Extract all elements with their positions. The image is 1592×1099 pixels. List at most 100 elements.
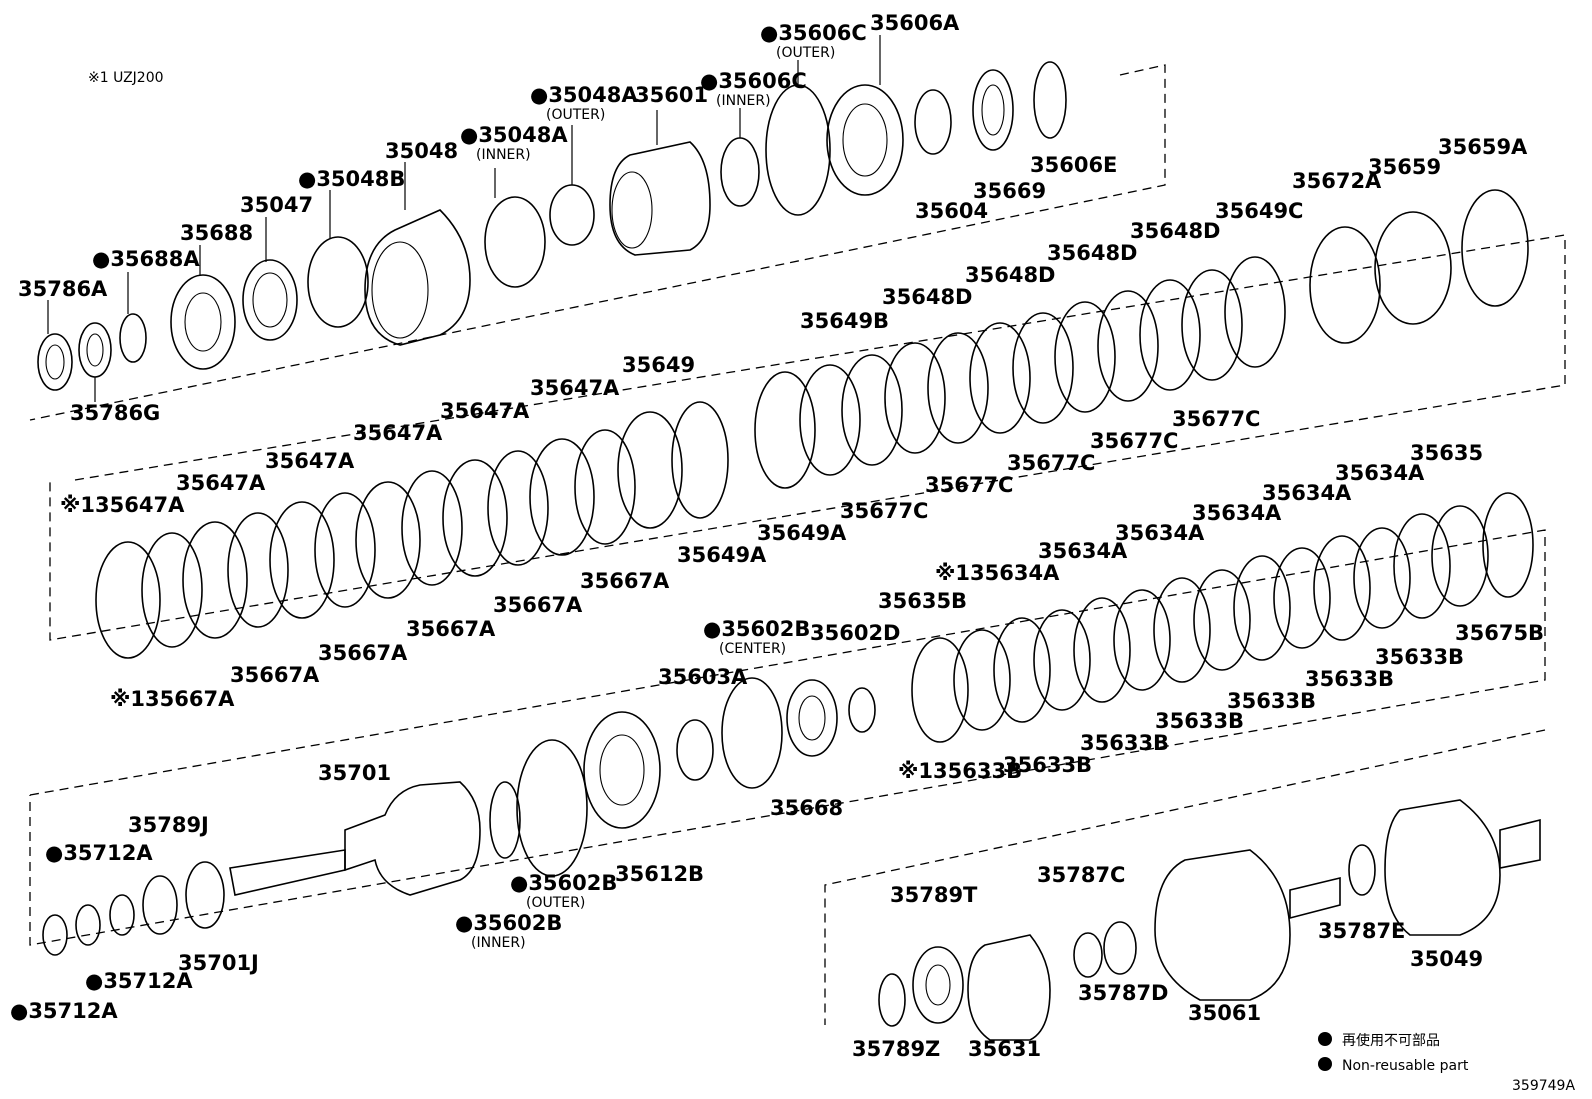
callout-label: ※135667A bbox=[110, 687, 235, 711]
clutch-a-plate bbox=[141, 532, 203, 648]
part-35606E-snapring bbox=[1033, 61, 1067, 139]
callout-label: ●35688A bbox=[92, 247, 200, 271]
part-35048-drum bbox=[364, 209, 471, 346]
callout-label: 35668 bbox=[770, 796, 843, 820]
legend: 再使用不可部品 Non-reusable part bbox=[1318, 1032, 1469, 1074]
callout-label: 35701J bbox=[178, 951, 259, 975]
callout-label: ●35712A bbox=[10, 999, 118, 1023]
part-35675B-snapring bbox=[1482, 492, 1534, 598]
part-35601-bore bbox=[611, 171, 653, 249]
part-35602B-center-oring bbox=[721, 677, 783, 789]
part-35631-hub bbox=[967, 934, 1051, 1041]
clutch-b2-plate bbox=[1113, 589, 1171, 691]
callout-label: 35786G bbox=[70, 401, 160, 425]
figure-id: 359749A bbox=[1512, 1078, 1575, 1094]
part-35787D-bearing bbox=[1103, 921, 1137, 975]
legend-dot-icon bbox=[1318, 1057, 1332, 1071]
callout-label: 35659 bbox=[1368, 155, 1441, 179]
callout-label: 35601 bbox=[635, 83, 708, 107]
callout-label: 35634A bbox=[1262, 481, 1352, 505]
clutch-b2-disc bbox=[993, 617, 1051, 723]
part-35602B-inner-oring bbox=[489, 781, 521, 859]
callout-label: 35688 bbox=[180, 221, 253, 245]
part-35789T-inner bbox=[925, 964, 951, 1006]
part-35635B-disc bbox=[911, 637, 969, 743]
part-35786A-washer bbox=[37, 333, 73, 391]
callout-sublabel: (CENTER) bbox=[719, 641, 786, 657]
part-35659-ring bbox=[1374, 211, 1452, 325]
part-35789T-bearing bbox=[912, 946, 964, 1024]
part-35701J-washer bbox=[185, 861, 225, 929]
clutch-b2-plate bbox=[1193, 569, 1251, 671]
part-35786G-bearing bbox=[78, 322, 112, 378]
shaft-group bbox=[42, 677, 876, 956]
clutch-b1-disc bbox=[884, 342, 946, 454]
callout-label: 35633B bbox=[1227, 689, 1316, 713]
callout-label: 35647A bbox=[530, 376, 620, 400]
part-35606A-piston bbox=[826, 84, 904, 196]
callout-label: 35789T bbox=[890, 883, 978, 907]
callout-label: 35667A bbox=[406, 617, 496, 641]
part-35786G-inner bbox=[86, 333, 104, 367]
callout-label: 35634A bbox=[1335, 461, 1425, 485]
part-35786A-inner bbox=[45, 344, 65, 380]
boundary-clutch-b bbox=[29, 529, 1546, 946]
part-35659A-snapring bbox=[1461, 189, 1529, 307]
clutch-b2-plate bbox=[1431, 505, 1489, 607]
clutch-a-disc bbox=[95, 541, 161, 659]
part-35604-spring bbox=[914, 89, 952, 155]
callout-label: ●35602B bbox=[455, 911, 562, 935]
callout-label: ●35602B bbox=[703, 617, 810, 641]
callout-label: ●35602B bbox=[510, 871, 617, 895]
part-35789J-bearing bbox=[142, 875, 178, 935]
callout-label: 35633B bbox=[1155, 709, 1244, 733]
clutch-a-plate bbox=[227, 512, 289, 628]
clutch-b1-disc bbox=[1054, 301, 1116, 413]
part-35601-drum bbox=[609, 141, 711, 256]
callout-label: 35649 bbox=[622, 353, 695, 377]
callout-label: 35633B bbox=[1305, 667, 1394, 691]
clutch-b1-plate bbox=[1012, 312, 1074, 424]
callout-label: ※135633B bbox=[898, 759, 1022, 783]
clutch-a-plate bbox=[314, 492, 376, 608]
clutch-a-disc bbox=[617, 411, 683, 529]
legend-en: Non-reusable part bbox=[1342, 1058, 1469, 1074]
part-35612B-gear bbox=[583, 711, 661, 829]
callout-label: 35633B bbox=[1375, 645, 1464, 669]
part-35688A-ring bbox=[119, 313, 147, 363]
callout-label: 35648D bbox=[882, 285, 973, 309]
clutch-a-disc bbox=[529, 438, 595, 556]
leader-lines bbox=[47, 35, 881, 402]
callout-sublabel: (INNER) bbox=[716, 93, 771, 109]
callout-label: 35634A bbox=[1192, 501, 1282, 525]
part-35787C-washer bbox=[1073, 932, 1103, 978]
callout-label: 35649A bbox=[757, 521, 847, 545]
part-35047-spring bbox=[242, 259, 298, 341]
clutch-a-rings bbox=[95, 189, 1529, 659]
legend-dot-icon bbox=[1318, 1032, 1332, 1046]
part-35606C-outer-oring bbox=[765, 84, 831, 216]
callout-label: 35647A bbox=[353, 421, 443, 445]
callout-label: ●35048A bbox=[530, 83, 638, 107]
part-35602B-outer-oring bbox=[516, 739, 588, 877]
callout-label: 35787E bbox=[1318, 919, 1405, 943]
callout-label: 35677C bbox=[1007, 451, 1095, 475]
callout-label: 35647A bbox=[440, 399, 530, 423]
group-boundaries bbox=[29, 64, 1566, 1025]
callout-label: 35633B bbox=[1080, 731, 1169, 755]
callout-label: 35647A bbox=[265, 449, 355, 473]
clutch-b1-snapring bbox=[754, 371, 816, 489]
clutch-b2-disc bbox=[1153, 577, 1211, 683]
callout-label: 35648D bbox=[1047, 241, 1138, 265]
part-35787E-washer bbox=[1348, 844, 1376, 896]
clutch-a-snapring bbox=[671, 401, 729, 519]
legend-ja: 再使用不可部品 bbox=[1342, 1032, 1440, 1049]
part-35789Z-ring bbox=[878, 973, 906, 1027]
part-35668-hub bbox=[786, 679, 838, 757]
part-35701-hub bbox=[344, 781, 481, 896]
clutch-a-disc bbox=[355, 481, 421, 599]
callout-label: 35648D bbox=[965, 263, 1056, 287]
callout-label: 35789J bbox=[128, 813, 209, 837]
callout-sublabel: (OUTER) bbox=[526, 895, 585, 911]
callout-label: 35667A bbox=[318, 641, 408, 665]
